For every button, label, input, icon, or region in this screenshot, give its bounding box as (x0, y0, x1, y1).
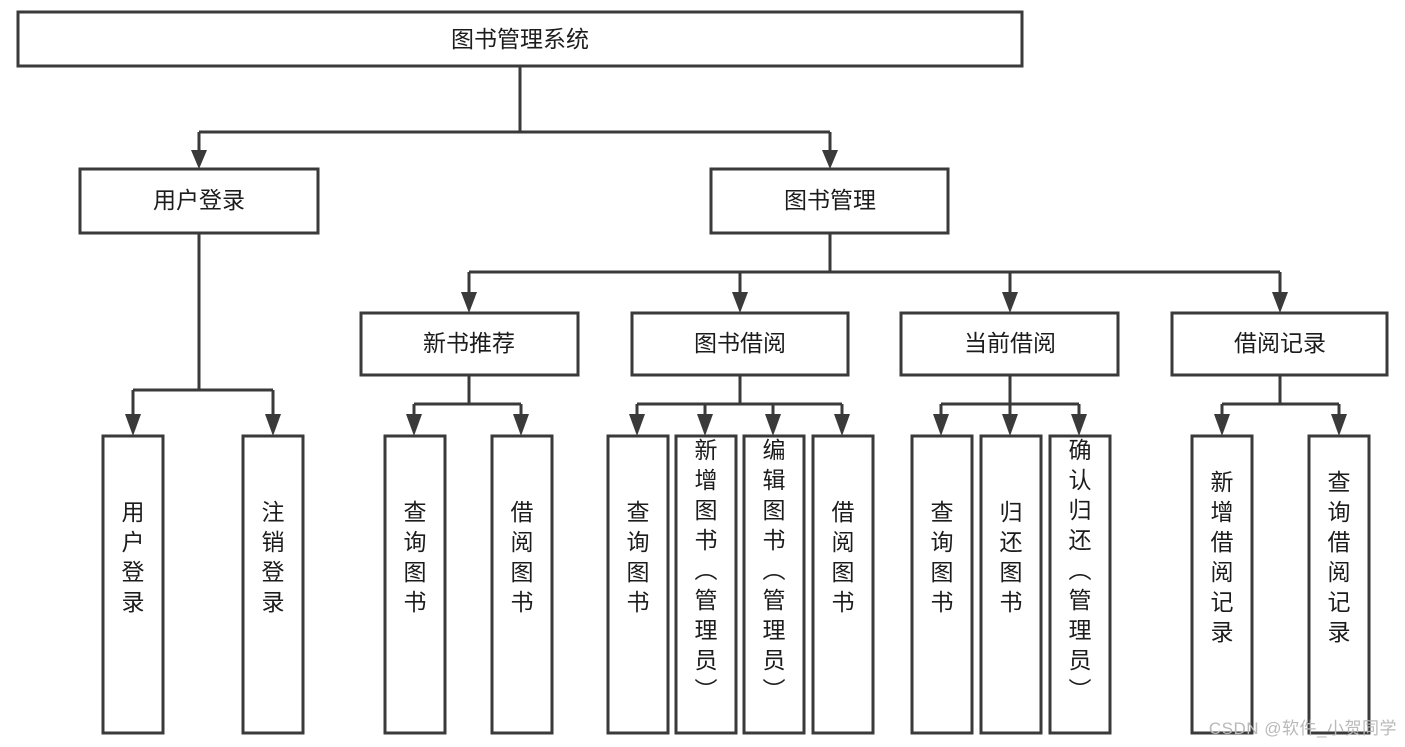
leaf-book-borrow-edit-label: 编辑图书︵管理员︶ (763, 437, 786, 703)
leaf-node[interactable]: 借阅图书 (811, 434, 875, 735)
leaf-current-borrow-confirm-label: 确认归还︵管理员︶ (1069, 437, 1092, 703)
arrow-head-leaf-book-borrow-0 (629, 414, 645, 436)
arrow-head-book-borrow (732, 292, 748, 313)
leaf-node[interactable]: 归还图书 (979, 434, 1043, 735)
leaf-new-book-query-box[interactable] (383, 434, 447, 735)
leaf-node[interactable]: 借阅图书 (490, 434, 554, 735)
leaf-user-login-login-label: 用户登录 (122, 499, 145, 615)
node-current-borrow-label: 当前借阅 (964, 330, 1056, 356)
arrow-head-leaf-book-borrow-2 (765, 414, 781, 436)
node-book-borrow-label: 图书借阅 (694, 330, 786, 356)
arrow-head-leaf-borrow-record-1 (1331, 414, 1347, 436)
node-user-login[interactable]: 用户登录 (78, 167, 320, 235)
node-new-book-recommend-box[interactable] (359, 311, 580, 377)
arrow-head-leaf-book-borrow-3 (834, 414, 850, 436)
leaf-book-borrow-borrow-box[interactable] (811, 434, 875, 735)
arrow-head-borrow-record (1272, 292, 1288, 313)
leaf-node[interactable]: 查询图书 (910, 434, 974, 735)
node-current-borrow[interactable]: 当前借阅 (899, 311, 1120, 377)
leaf-book-borrow-query-label: 查询图书 (627, 499, 650, 615)
arrow-head-leaf-user-login-0 (125, 414, 141, 436)
leaf-current-borrow-query-label: 查询图书 (931, 499, 954, 615)
leaf-node[interactable]: 新增借阅记录 (1190, 434, 1254, 735)
leaf-current-borrow-confirm-box[interactable] (1048, 434, 1112, 735)
leaf-borrow-record-query-box[interactable] (1307, 434, 1371, 735)
arrow-head-leaf-book-borrow-1 (697, 414, 713, 436)
leaf-book-borrow-query-box[interactable] (606, 434, 670, 735)
arrow-head-leaf-current-borrow-0 (933, 414, 949, 436)
leaf-new-book-query-label: 查询图书 (404, 499, 427, 615)
leaf-borrow-record-add-label: 新增借阅记录 (1211, 469, 1234, 645)
leaf-new-book-borrow-box[interactable] (490, 434, 554, 735)
leaf-node[interactable]: 编辑图书︵管理员︶ (742, 434, 806, 735)
arrow-head-user-login (191, 150, 207, 169)
arrow-head-leaf-new-book-0 (406, 414, 422, 436)
node-book-management-box[interactable] (709, 167, 950, 235)
node-borrow-record-box[interactable] (1170, 311, 1389, 377)
node-book-management-label: 图书管理 (784, 187, 876, 213)
node-book-management[interactable]: 图书管理 (709, 167, 950, 235)
arrow-head-leaf-current-borrow-1 (1002, 414, 1018, 436)
leaf-node[interactable]: 确认归还︵管理员︶ (1048, 434, 1112, 735)
arrow-head-leaf-user-login-1 (265, 414, 281, 436)
leaf-user-login-login-box[interactable] (101, 434, 165, 735)
node-root-label: 图书管理系统 (451, 26, 589, 52)
leaf-borrow-record-add-box[interactable] (1190, 434, 1254, 735)
node-user-login-label: 用户登录 (153, 187, 245, 213)
leaf-node[interactable]: 查询图书 (606, 434, 670, 735)
leaf-user-login-logout-box[interactable] (241, 434, 305, 735)
connector-layer (125, 66, 1347, 436)
leaf-borrow-record-query-label: 查询借阅记录 (1328, 469, 1351, 645)
leaf-new-book-borrow-label: 借阅图书 (511, 499, 534, 615)
leaf-node[interactable]: 新增图书︵管理员︶ (674, 434, 738, 735)
node-root-box[interactable] (16, 10, 1024, 68)
node-borrow-record[interactable]: 借阅记录 (1170, 311, 1389, 377)
node-new-book-recommend[interactable]: 新书推荐 (359, 311, 580, 377)
node-borrow-record-label: 借阅记录 (1234, 330, 1326, 356)
arrow-head-book-mgmt (822, 150, 838, 169)
leaf-user-login-logout-label: 注销登录 (262, 499, 285, 615)
leaf-node[interactable]: 查询借阅记录 (1307, 434, 1371, 735)
leaf-current-borrow-return-box[interactable] (979, 434, 1043, 735)
arrow-head-leaf-borrow-record-0 (1214, 414, 1230, 436)
leaf-node[interactable]: 查询图书 (383, 434, 447, 735)
arrow-head-leaf-new-book-1 (513, 414, 529, 436)
leaf-current-borrow-query-box[interactable] (910, 434, 974, 735)
arrow-head-current-borrow (1002, 292, 1018, 313)
node-user-login-box[interactable] (78, 167, 320, 235)
node-new-book-recommend-label: 新书推荐 (423, 330, 515, 356)
leaf-book-borrow-add-box[interactable] (674, 434, 738, 735)
node-root-system[interactable]: 图书管理系统 (16, 10, 1024, 68)
arrow-head-leaf-current-borrow-2 (1071, 414, 1087, 436)
leaf-book-borrow-edit-box[interactable] (742, 434, 806, 735)
node-book-borrow-box[interactable] (630, 311, 850, 377)
leaf-book-borrow-borrow-label: 借阅图书 (832, 499, 855, 615)
node-book-borrow[interactable]: 图书借阅 (630, 311, 850, 377)
node-current-borrow-box[interactable] (899, 311, 1120, 377)
leaf-node[interactable]: 用户登录 (101, 434, 165, 735)
leaf-node[interactable]: 注销登录 (241, 434, 305, 735)
arrow-head-new-book (461, 292, 477, 313)
leaf-book-borrow-add-label: 新增图书︵管理员︶ (695, 437, 718, 703)
leaf-current-borrow-return-label: 归还图书 (1000, 499, 1023, 615)
